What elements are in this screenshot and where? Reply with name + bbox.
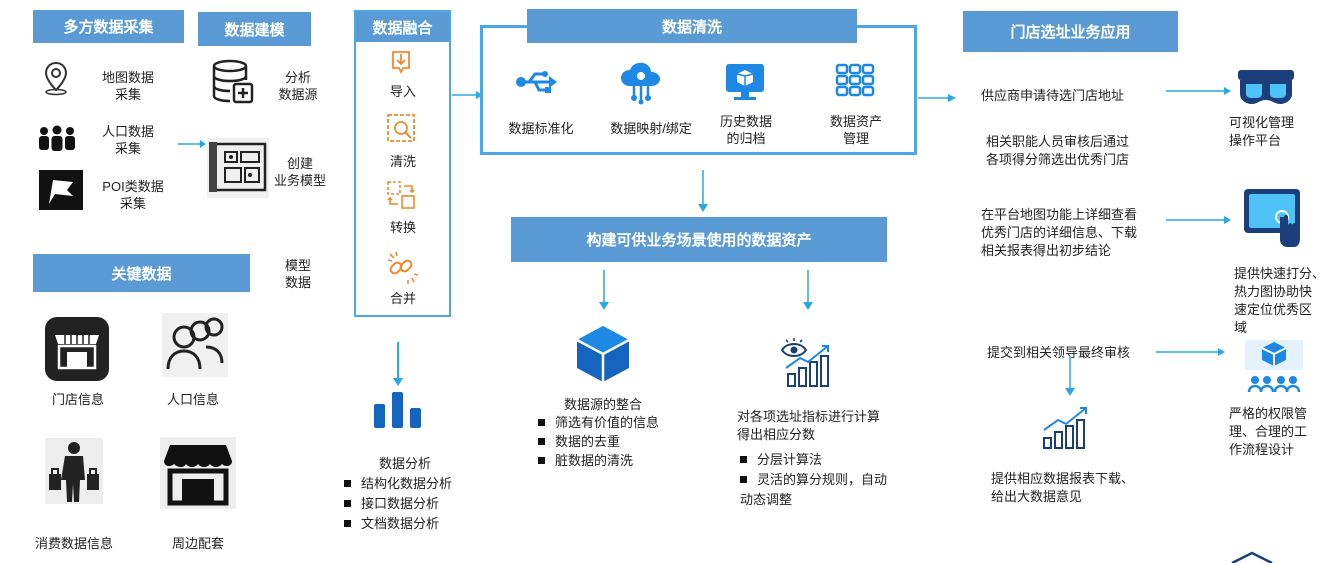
modeling-model-label: 模型 数据 xyxy=(284,258,311,290)
blueprint-icon xyxy=(207,138,269,198)
analysis-bullet: 结构化数据分析 xyxy=(344,474,452,494)
key-item-label: 人口信息 xyxy=(166,392,219,407)
integration-bullet: 筛选有价值的信息 xyxy=(538,413,659,432)
app-perm-label: 严格的权限管 理、合理的工 作流程设计 xyxy=(1229,406,1308,457)
cleaning-title: 数据清洗 xyxy=(527,9,857,43)
store-icon xyxy=(45,317,109,381)
app-step-4: 提交到相关领导最终审核 xyxy=(987,345,1131,360)
key-item-label: 消费数据信息 xyxy=(34,536,113,551)
merge-icon xyxy=(387,251,419,284)
key-item-label: 周边配套 xyxy=(171,536,224,551)
collect-item-label: POI类数据 采集 xyxy=(102,179,164,211)
cube-icon xyxy=(576,326,630,382)
scoring-bullet: 灵活的算分规则，自动 动态调整 xyxy=(740,470,887,510)
analysis-title: 数据分析 xyxy=(378,456,431,471)
cleaning-item-label: 数据标准化 xyxy=(508,121,574,136)
arrow-to-model xyxy=(178,140,206,148)
team-cube-icon xyxy=(1245,340,1303,393)
analysis-bullet: 文档数据分析 xyxy=(344,514,452,534)
fusion-step-label: 导入 xyxy=(389,84,416,99)
app-heat-label: 提供快速打分、 热力图协助快 速定位优秀区 域 xyxy=(1234,266,1326,335)
arrow-to-integration xyxy=(599,270,609,310)
cloud-mapping-icon xyxy=(621,62,660,105)
shopper-icon xyxy=(45,438,103,504)
clean-icon xyxy=(387,114,415,142)
growth-chart-icon xyxy=(1043,407,1087,449)
import-icon xyxy=(392,51,410,75)
modeling-create-label: 创建 业务模型 xyxy=(273,156,326,188)
fusion-box xyxy=(354,10,451,317)
modeling-title: 数据建模 xyxy=(198,12,311,46)
app-title: 门店选址业务应用 xyxy=(963,11,1178,52)
arrow-fusion-to-cleaning xyxy=(452,91,483,99)
app-step-1: 供应商申请待选门店地址 xyxy=(981,88,1125,103)
integration-title: 数据源的整合 xyxy=(563,397,642,412)
asset-title: 构建可供业务场景使用的数据资产 xyxy=(511,217,887,262)
arrow-cleaning-to-app xyxy=(918,94,956,102)
people-icon xyxy=(39,125,75,151)
cleaning-item-label: 数据资产 管理 xyxy=(829,114,882,146)
analysis-bullet-list: 结构化数据分析 接口数据分析 文档数据分析 xyxy=(344,474,452,534)
analytics-eye-icon xyxy=(780,338,829,387)
scoring-bullet-list: 分层计算法 灵活的算分规则，自动 动态调整 xyxy=(740,450,887,510)
app-step-2: 相关职能人员审核后通过 各项得分筛选出优秀门店 xyxy=(986,134,1130,167)
fusion-title: 数据融合 xyxy=(356,12,449,42)
monitor-cube-icon xyxy=(726,64,764,100)
fusion-step-label: 转换 xyxy=(389,220,416,235)
arrow-step3 xyxy=(1166,216,1231,224)
convert-icon xyxy=(387,181,415,209)
fusion-step-label: 清洗 xyxy=(389,154,416,169)
bar-chart-icon xyxy=(374,392,421,428)
key-title: 关键数据 xyxy=(33,254,250,292)
cleaning-item-label: 历史数据 的归档 xyxy=(719,114,772,146)
modeling-analysis-label: 分析 数据源 xyxy=(278,70,318,102)
app-vis-label: 可视化管理 操作平台 xyxy=(1229,115,1295,148)
arrow-to-report xyxy=(1065,356,1075,396)
collect-item-label: 人口数据 采集 xyxy=(101,124,154,156)
arrow-to-analysis xyxy=(393,342,403,386)
touch-screen-icon xyxy=(1244,189,1300,247)
analysis-bullet: 接口数据分析 xyxy=(344,494,452,514)
usb-icon xyxy=(516,71,557,93)
vr-headset-icon xyxy=(1238,70,1294,104)
arrow-step1 xyxy=(1166,87,1231,95)
fusion-step-label: 合并 xyxy=(389,291,416,306)
arrow-cleaning-to-asset xyxy=(698,170,708,212)
integration-bullet: 数据的去重 xyxy=(538,432,659,451)
partial-icon xyxy=(1231,551,1273,563)
map-pin-icon xyxy=(44,61,68,96)
collect-item-label: 地图数据 采集 xyxy=(101,70,154,102)
grid-icon xyxy=(835,63,875,97)
flag-icon xyxy=(39,170,83,210)
app-report: 提供相应数据报表下载、 给出大数据意见 xyxy=(991,471,1135,504)
scoring-bullet: 分层计算法 xyxy=(740,450,887,470)
collect-title: 多方数据采集 xyxy=(33,10,184,43)
database-add-icon xyxy=(212,59,254,104)
integration-bullet: 脏数据的清洗 xyxy=(538,451,659,470)
users-icon xyxy=(162,313,228,377)
shop-front-icon xyxy=(160,437,236,509)
arrow-to-scoring xyxy=(803,270,813,310)
key-item-label: 门店信息 xyxy=(51,392,104,407)
integration-bullet-list: 筛选有价值的信息 数据的去重 脏数据的清洗 xyxy=(538,413,659,470)
scoring-title: 对各项选址指标进行计算 得出相应分数 xyxy=(737,409,881,442)
cleaning-item-label: 数据映射/绑定 xyxy=(610,121,692,136)
arrow-step4 xyxy=(1156,348,1225,356)
app-step-3: 在平台地图功能上详细查看 优秀门店的详细信息、下载 相关报表得出初步结论 xyxy=(981,207,1138,258)
